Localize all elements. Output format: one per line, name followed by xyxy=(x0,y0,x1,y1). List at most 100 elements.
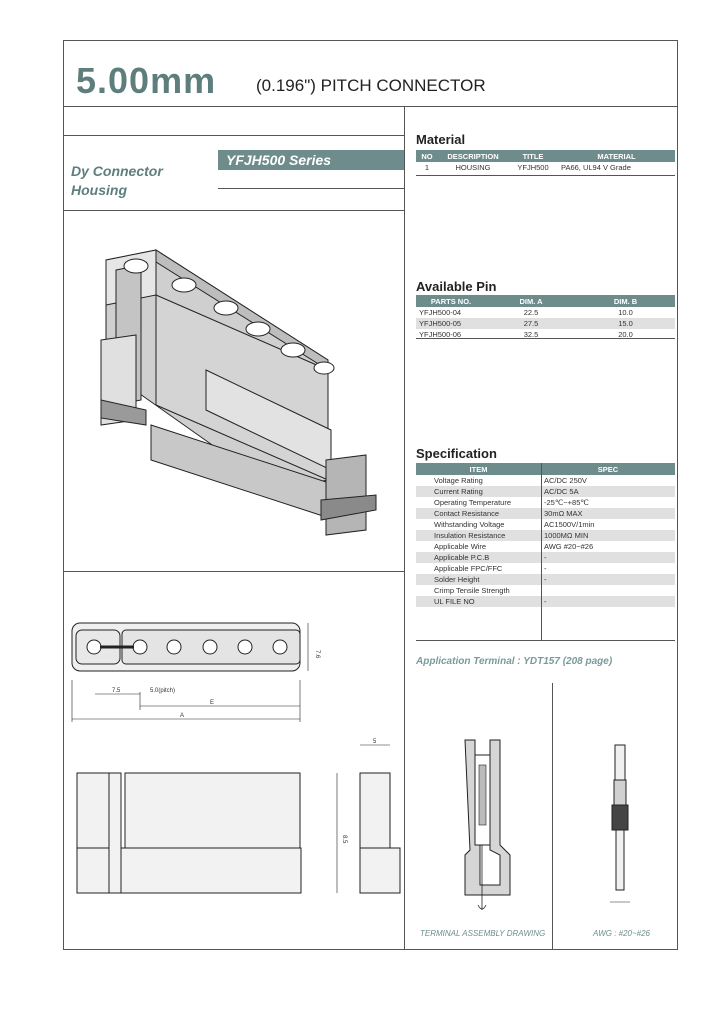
left-top-rule xyxy=(63,135,404,136)
spec-item: Applicable P.C.B xyxy=(416,552,541,563)
table-row: Crimp Tensile Strength xyxy=(416,585,675,596)
terminal-divider xyxy=(552,683,553,950)
spec-value: - xyxy=(544,564,547,573)
table-row: YFJH500-05 27.5 15.0 xyxy=(416,318,675,329)
pin-cell: 10.0 xyxy=(618,308,633,317)
pin-col-dim-b: DIM. B xyxy=(576,295,675,307)
spec-item: Insulation Resistance xyxy=(416,530,541,541)
pin-col-parts: PARTS NO. xyxy=(416,295,486,307)
table-row: UL FILE NO- xyxy=(416,596,675,607)
spec-item: Withstanding Voltage xyxy=(434,520,505,529)
spec-value: - xyxy=(541,552,675,563)
assembly-caption: TERMINAL ASSEMBLY DRAWING xyxy=(420,929,546,938)
product-name: Dy Connector Housing xyxy=(71,162,163,200)
drawing-frame xyxy=(63,40,678,950)
dim-side-width-label: 5 xyxy=(373,739,377,745)
spec-value: AWG #20~#26 xyxy=(544,542,594,551)
spec-col-item: ITEM xyxy=(416,463,541,475)
table-row: YFJH500-06 32.5 20.0 xyxy=(416,329,675,340)
table-row: Applicable P.C.B- xyxy=(416,552,675,563)
header-divider xyxy=(63,106,678,107)
left-lower-rule xyxy=(63,571,404,572)
material-header-row: NO DESCRIPTION TITLE MATERIAL xyxy=(416,150,675,162)
material-bottom-rule xyxy=(416,175,675,176)
pin-cell: 15.0 xyxy=(576,318,675,329)
pin-col-dim-a: DIM. A xyxy=(486,295,576,307)
pin-cell: 27.5 xyxy=(486,318,576,329)
product-name-line2: Housing xyxy=(71,182,127,198)
spec-value: - xyxy=(541,574,675,585)
dim-pitch-label: 5.0(pitch) xyxy=(150,688,175,694)
material-cell: PA66, UL94 V Grade xyxy=(561,163,631,172)
spec-value xyxy=(541,585,675,596)
product-name-line1: Dy Connector xyxy=(71,163,163,179)
specification-table: ITEM SPEC Voltage Rating AC/DC 250V Curre… xyxy=(416,463,675,607)
table-row: Applicable FPC/FFC - xyxy=(416,563,675,574)
pin-cell: YFJH500-04 xyxy=(419,308,462,317)
spec-value: AC1500V/1min xyxy=(544,520,595,529)
spec-item: Current Rating xyxy=(416,486,541,497)
spec-col-spec: SPEC xyxy=(541,463,675,475)
material-col-description: DESCRIPTION xyxy=(438,150,508,162)
material-cell: HOUSING xyxy=(455,163,491,172)
specification-title: Specification xyxy=(416,446,497,461)
spec-value: - xyxy=(541,596,675,607)
spec-item: Operating Temperature xyxy=(434,498,511,507)
spec-item: Contact Resistance xyxy=(416,508,541,519)
pin-cell: YFJH500-05 xyxy=(416,318,486,329)
dim-height-label: 8.5 xyxy=(341,835,347,844)
spec-item: UL FILE NO xyxy=(416,596,541,607)
dim-offset-label: 7.5 xyxy=(112,688,121,694)
terminal-awg-drawing xyxy=(610,744,630,903)
material-col-title: TITLE xyxy=(508,150,558,162)
table-row: Solder Height- xyxy=(416,574,675,585)
pin-header-row: PARTS NO. DIM. A DIM. B xyxy=(416,295,675,307)
spec-item: Crimp Tensile Strength xyxy=(434,586,510,595)
page-subtitle: (0.196") PITCH CONNECTOR xyxy=(256,76,486,95)
spec-item: Solder Height xyxy=(416,574,541,585)
center-divider xyxy=(404,106,405,950)
available-pin-title: Available Pin xyxy=(416,279,497,294)
application-terminal-note: Application Terminal : YDT157 (208 page) xyxy=(416,656,613,667)
pin-bottom-rule xyxy=(416,338,675,339)
table-row: Operating Temperature -25℃~+85℃ xyxy=(416,497,675,508)
awg-caption: AWG : #20~#26 xyxy=(593,929,650,938)
series-rule-1 xyxy=(218,188,404,189)
terminal-assembly-drawing xyxy=(464,739,511,910)
dim-e-label: E xyxy=(210,700,214,706)
front-view-drawing: 5 8.5 xyxy=(76,739,401,894)
material-table: NO DESCRIPTION TITLE MATERIAL 1 HOUSING … xyxy=(416,150,675,173)
table-row: YFJH500-04 22.5 10.0 xyxy=(416,307,675,318)
spec-column-divider xyxy=(541,463,542,640)
spec-value: AC/DC 250V xyxy=(544,476,587,485)
top-view-drawing: E A 5.0(pitch) 7.5 7.6 xyxy=(71,622,320,722)
material-cell: YFJH500 xyxy=(517,163,549,172)
page-title: 5.00mm xyxy=(76,60,217,101)
table-row: Withstanding Voltage AC1500V/1min xyxy=(416,519,675,530)
available-pin-table: PARTS NO. DIM. A DIM. B YFJH500-04 22.5 … xyxy=(416,295,675,340)
table-row: Voltage Rating AC/DC 250V xyxy=(416,475,675,486)
spec-value: 1000MΩ MIN xyxy=(541,530,675,541)
spec-bottom-rule xyxy=(416,640,675,641)
spec-value: -25℃~+85℃ xyxy=(544,498,589,507)
housing-isometric-drawing xyxy=(100,249,377,536)
table-row: 1 HOUSING YFJH500 PA66, UL94 V Grade xyxy=(416,162,675,173)
spec-value: 30mΩ MAX xyxy=(541,508,675,519)
spec-header-row: ITEM SPEC xyxy=(416,463,675,475)
spec-value: AC/DC 5A xyxy=(541,486,675,497)
spec-item: Voltage Rating xyxy=(434,476,483,485)
pin-cell: 22.5 xyxy=(523,308,539,317)
pin-cell: YFJH500-06 xyxy=(419,330,462,339)
material-col-material: MATERIAL xyxy=(558,150,675,162)
left-mid-rule xyxy=(63,210,404,211)
dim-depth-label: 7.6 xyxy=(314,650,320,659)
pin-cell: 20.0 xyxy=(618,330,633,339)
material-title: Material xyxy=(416,132,466,147)
material-col-no: NO xyxy=(416,150,438,162)
spec-item: Applicable FPC/FFC xyxy=(434,564,503,573)
dim-a-label: A xyxy=(180,713,184,719)
